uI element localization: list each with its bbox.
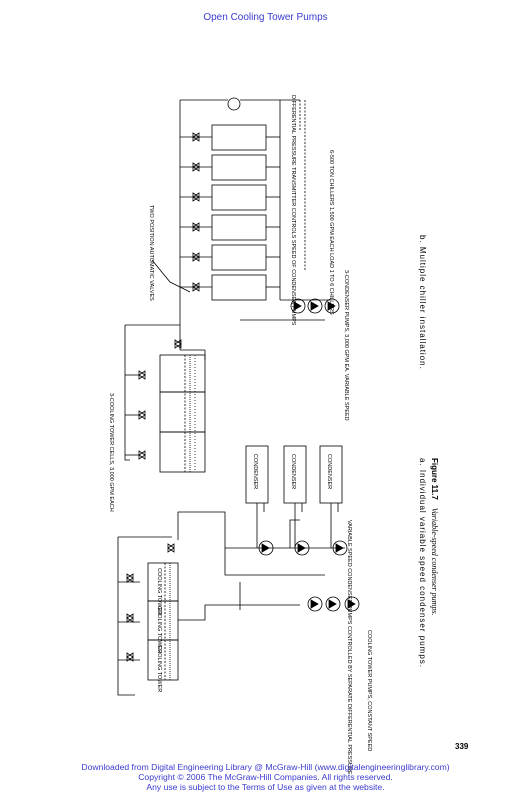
page-header: Open Cooling Tower Pumps [203,12,328,23]
cooling-tower-2 [147,600,179,641]
condenser-label-1: CONDENSER [252,454,258,489]
dp-transmitter [227,97,241,111]
tower-a-label-3: COOLING TOWER [156,645,162,692]
tower-a-label-1: COOLING TOWER [156,568,162,615]
page-footer: Downloaded from Digital Engineering Libr… [0,762,531,792]
constant-pumps-note: COOLING TOWER PUMPS, CONSTANT SPEED [366,630,372,751]
valve-icon [126,543,175,662]
valve-icon [138,339,182,460]
tower-cells-note: 3-COOLING TOWER CELLS, 3,000 GPM EACH [108,393,114,512]
footer-line-2: Copyright © 2006 The McGraw-Hill Compani… [138,772,393,782]
chillers-note: 6-500 TON CHILLERS 1,500 GPM EACH LOAD 1… [328,150,334,315]
constant-pumps [307,596,360,612]
footer-line-3: Any use is subject to the Terms of Use a… [146,782,385,792]
valve-icon [192,132,200,292]
page-number: 339 [455,742,469,751]
figure-caption: Figure 11.7 Variable-speed condenser pum… [430,458,439,616]
tower-cell-3 [159,431,206,473]
caption-b: b. Multiple chiller installation. [418,235,427,370]
condenser-pumps-note: 3-CONDENSER PUMPS, 3,000 GPM EA. VARIABL… [343,270,349,421]
part-a-diagram: COOLING TOWER COOLING TOWER COOLING TOWE… [117,445,439,775]
condenser-pumps [290,298,340,314]
variable-pumps [258,540,348,556]
condenser-label-3: CONDENSER [326,454,332,489]
chillers [211,124,267,301]
part-b-diagram: 3-COOLING TOWER CELLS, 3,000 GPM EACH [108,95,427,512]
dp-note: DIFFERENTIAL PRESSURE TRANSMITTER CONTRO… [290,95,296,326]
variable-pumps-note: VARIABLE SPEED CONDENSER PUMPS CONTROLLE… [346,520,352,775]
cooling-tower-1 [147,562,179,602]
valves-note: TWO POSITION AUTOMATIC VALVES [148,205,154,301]
condenser-label-2: CONDENSER [290,454,296,489]
footer-line-1[interactable]: Downloaded from Digital Engineering Libr… [81,762,450,772]
cooling-tower-3 [147,639,179,681]
tower-cell-2 [159,391,206,433]
tower-a-label-2: COOLING TOWER [156,606,162,653]
caption-a: a. Individual variable speed condenser p… [418,458,427,668]
tower-cell-1 [159,354,206,393]
